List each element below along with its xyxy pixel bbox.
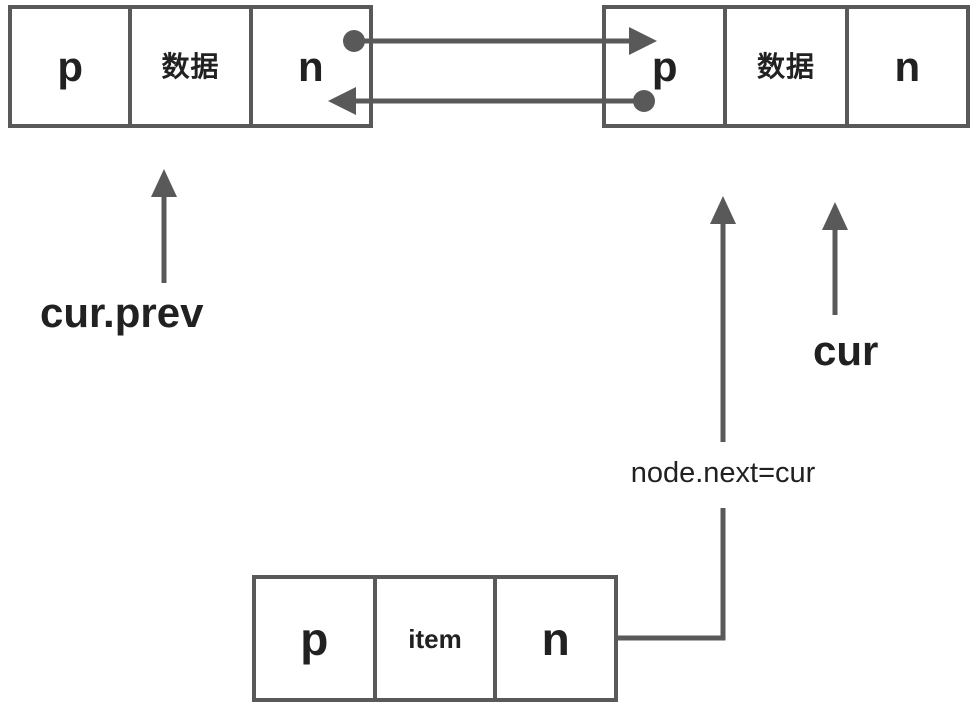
node-next-assignment-label: node.next=cur	[630, 457, 816, 489]
prev-node-cell-data: 数据	[132, 9, 253, 124]
new-node-cell-item: item	[377, 579, 498, 698]
arrowhead-up-icon	[151, 169, 177, 197]
arrowhead-up-icon	[822, 202, 848, 230]
cur-node-box: p 数据 n	[602, 5, 970, 128]
new-node-cell-n: n	[541, 612, 570, 665]
prev-node-cell-p: p	[12, 9, 133, 124]
cur-arrow	[822, 202, 848, 315]
node-next-arrow	[616, 196, 736, 641]
cur-node-cell-data: 数据	[727, 9, 849, 124]
new-node-cell-p: p	[256, 579, 377, 698]
cur-prev-arrow	[151, 169, 177, 283]
new-node-box: p item n	[252, 575, 618, 702]
prev-node-box: p 数据 n	[8, 5, 373, 128]
prev-node-cell-n: n	[297, 42, 324, 90]
cur-node-cell-p: p	[606, 9, 728, 124]
arrowhead-up-icon	[710, 196, 736, 224]
cur-label: cur	[813, 327, 879, 374]
cur-node-cell-n: n	[894, 42, 921, 90]
cur-prev-label: cur.prev	[40, 289, 204, 336]
